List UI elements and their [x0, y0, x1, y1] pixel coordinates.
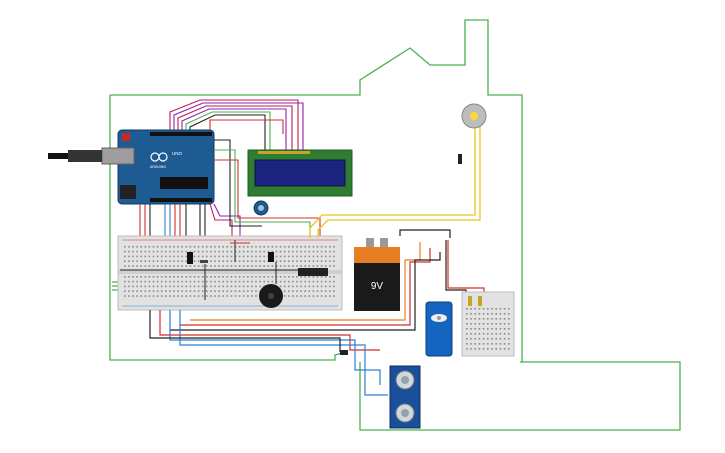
arduino-uno-board[interactable]: UNO ARDUINO: [48, 129, 215, 205]
arduino-brand-label: ARDUINO: [150, 165, 166, 169]
ic-chip[interactable]: [298, 268, 328, 276]
servo-motor[interactable]: [425, 301, 453, 357]
battery-9v[interactable]: 9V: [354, 238, 400, 311]
breadboard-components: [120, 240, 328, 308]
dc-motor[interactable]: [458, 103, 487, 164]
transistor[interactable]: [187, 252, 193, 264]
lcd-display[interactable]: [247, 149, 353, 197]
potentiometer[interactable]: [253, 200, 269, 216]
resistor[interactable]: [468, 296, 472, 306]
arduino-model-label: UNO: [172, 151, 182, 156]
arduino-wires: [139, 99, 321, 236]
battery-label: 9V: [371, 281, 384, 292]
wire-connector: [340, 350, 348, 355]
ultrasonic-sensor[interactable]: [389, 365, 421, 429]
mini-breadboard-holes: [466, 308, 510, 350]
yellow-wires: [309, 125, 481, 238]
sensor-module[interactable]: [268, 252, 274, 262]
green-wires: [109, 19, 681, 431]
